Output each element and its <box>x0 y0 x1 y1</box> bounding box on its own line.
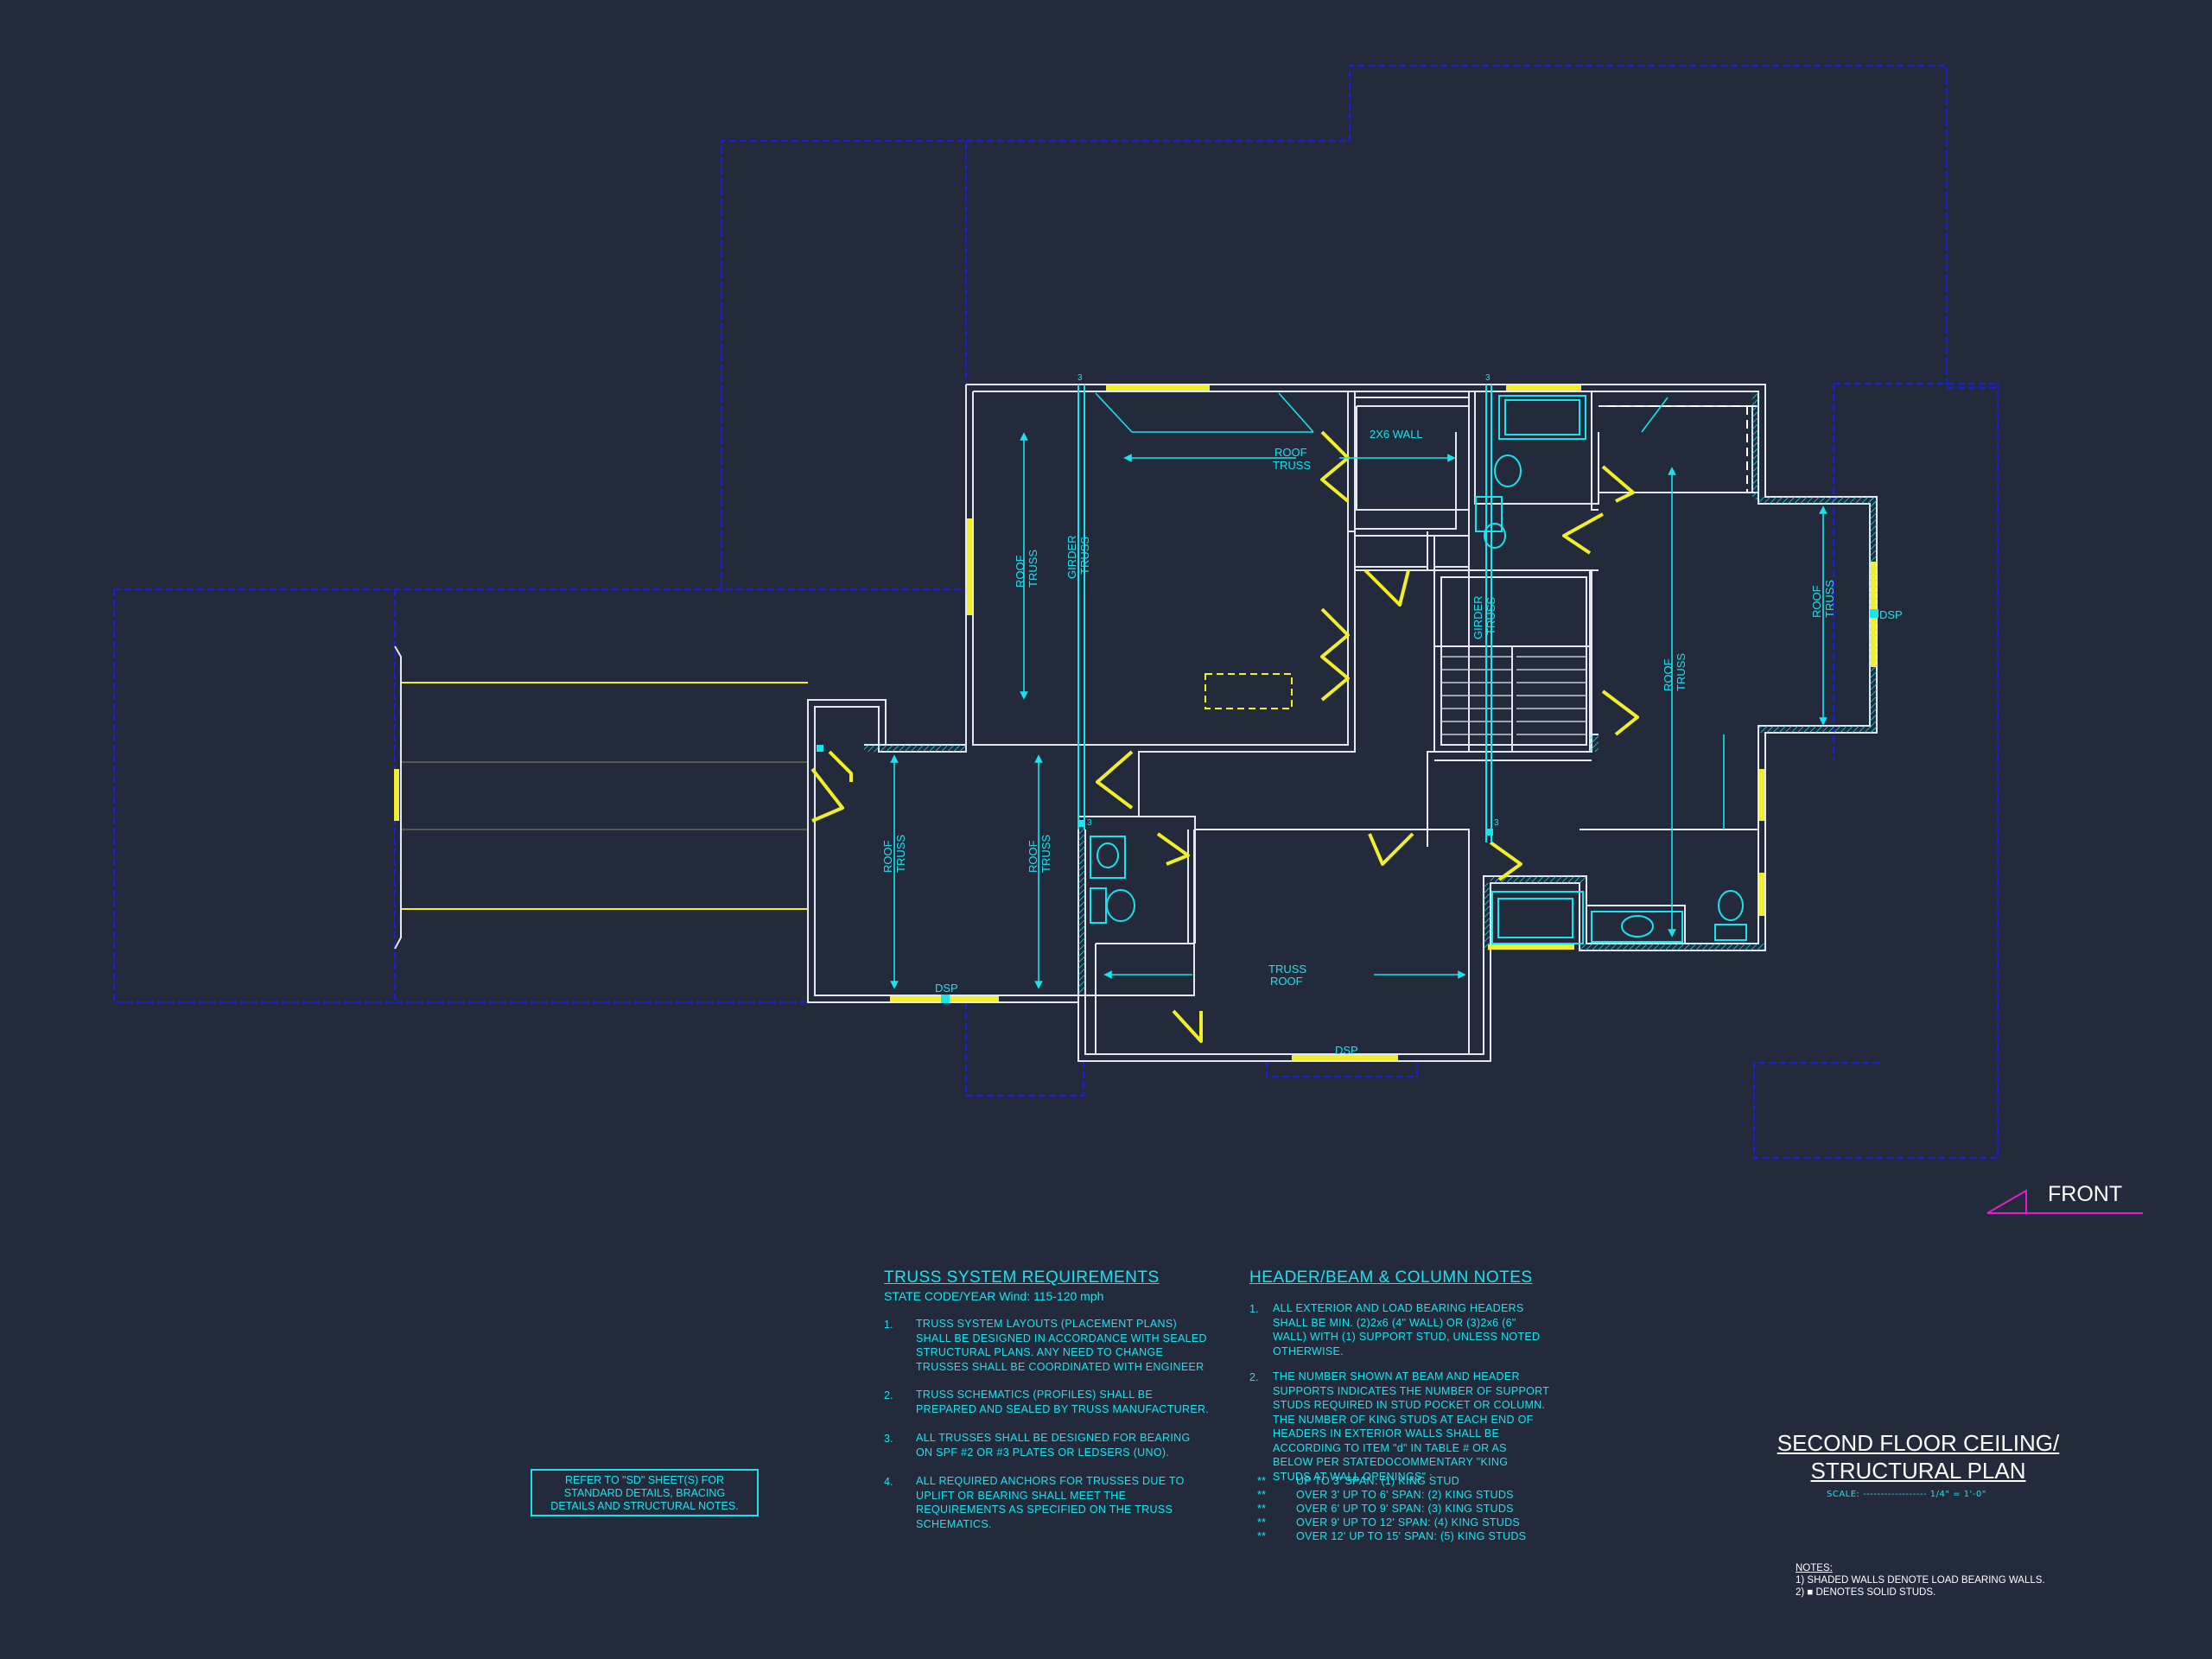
truss-requirements-heading: TRUSS SYSTEM REQUIREMENTS <box>884 1268 1160 1287</box>
span-rule-4: OVER 9' UP TO 12' SPAN: (4) KING STUDS <box>1296 1516 1521 1529</box>
label-girder-v2: GIRDER <box>1471 595 1484 639</box>
plan-labels: 2X6 WALL ROOF TRUSS ROOF TRUSS GIRDER TR… <box>881 373 1903 1057</box>
label-truss-v3: TRUSS <box>1823 580 1836 618</box>
span-rule-3: OVER 6' UP TO 9' SPAN: (3) KING STUDS <box>1296 1503 1514 1515</box>
sheet-title-line2: STRUCTURAL PLAN <box>1810 1458 2026 1484</box>
header-item-1-num: 1. <box>1249 1303 1259 1315</box>
label-truss-g2: TRUSS <box>1484 597 1497 635</box>
interior-walls <box>1354 405 1592 753</box>
label-truss-v2: TRUSS <box>1675 653 1688 691</box>
roof-outline <box>112 64 1999 1160</box>
label-roof-v4: ROOF <box>881 840 894 873</box>
truss-item-1-num: 1. <box>884 1319 893 1331</box>
truss-item-3-num: 3. <box>884 1433 893 1445</box>
label-roof-v5: ROOF <box>1027 840 1039 873</box>
header-notes-heading: HEADER/BEAM & COLUMN NOTES <box>1249 1268 1533 1287</box>
label-truss-v1: TRUSS <box>1027 550 1039 588</box>
span-bullet-4: ** <box>1257 1516 1267 1529</box>
truss-item-1: TRUSS SYSTEM LAYOUTS (PLACEMENT PLANS) S… <box>916 1318 1207 1373</box>
stud-count-4: 3 <box>1494 818 1499 828</box>
span-rule-2: OVER 3' UP TO 6' SPAN: (2) KING STUDS <box>1296 1489 1514 1501</box>
plumbing-fixtures <box>1090 395 1754 944</box>
load-bearing-walls <box>817 391 1877 994</box>
span-rule-5: OVER 12' UP TO 15' SPAN: (5) KING STUDS <box>1296 1530 1527 1542</box>
label-dsp-3: DSP <box>1335 1044 1358 1057</box>
label-truss-v4: TRUSS <box>894 835 907 873</box>
reference-note-box: REFER TO "SD" SHEET(S) FOR STANDARD DETA… <box>531 1469 759 1516</box>
sheet-title-line1: SECOND FLOOR CEILING/ <box>1777 1430 2060 1456</box>
span-bullet-3: ** <box>1257 1503 1267 1515</box>
label-2x6-wall: 2X6 WALL <box>1370 428 1423 441</box>
label-roof: ROOF <box>1274 446 1307 459</box>
sheet-title: SECOND FLOOR CEILING/ STRUCTURAL PLAN <box>1763 1429 2074 1484</box>
stud-count-2: 3 <box>1485 373 1491 383</box>
label-roof-h: ROOF <box>1270 975 1303 988</box>
label-roof-v1: ROOF <box>1014 555 1027 588</box>
notes-heading: NOTES: <box>1796 1563 1833 1573</box>
span-bullet-5: ** <box>1257 1530 1267 1542</box>
label-truss: TRUSS <box>1273 459 1311 472</box>
header-item-2: THE NUMBER SHOWN AT BEAM AND HEADER SUPP… <box>1273 1370 1550 1483</box>
label-truss-h: TRUSS <box>1268 963 1306 976</box>
span-rule-1: UP TO 3' SPAN: (1) KING STUD <box>1296 1475 1460 1487</box>
sheet-notes: NOTES: 1) SHADED WALLS DENOTE LOAD BEARI… <box>1796 1562 2045 1599</box>
span-bullet-2: ** <box>1257 1489 1267 1501</box>
stud-count-1: 3 <box>1077 373 1083 383</box>
notes-line-1: 1) SHADED WALLS DENOTE LOAD BEARING WALL… <box>1796 1575 2045 1586</box>
truss-item-2-num: 2. <box>884 1389 893 1402</box>
scale-label: SCALE: ------------------ 1/4" = 1'-0" <box>1827 1490 1986 1499</box>
label-truss-v5: TRUSS <box>1039 835 1052 873</box>
exterior-walls <box>807 384 1878 1062</box>
header-item-1: ALL EXTERIOR AND LOAD BEARING HEADERS SH… <box>1273 1302 1541 1357</box>
front-label: FRONT <box>2048 1182 2123 1206</box>
door-swings <box>810 430 1639 1043</box>
span-bullet-1: ** <box>1257 1475 1267 1487</box>
porch-roof <box>401 682 808 910</box>
girder-trusses <box>941 385 1878 1003</box>
header-item-2-num: 2. <box>1249 1371 1259 1383</box>
stud-count-3: 3 <box>1087 818 1092 828</box>
truss-item-3: ALL TRUSSES SHALL BE DESIGNED FOR BEARIN… <box>916 1432 1191 1459</box>
truss-requirements-subheading: STATE CODE/YEAR Wind: 115-120 mph <box>884 1289 1104 1303</box>
label-roof-v3: ROOF <box>1810 585 1823 618</box>
truss-item-4-num: 4. <box>884 1476 893 1488</box>
label-roof-v2: ROOF <box>1662 658 1675 691</box>
windows <box>890 385 1876 1060</box>
front-indicator <box>1986 1189 2143 1214</box>
truss-item-2: TRUSS SCHEMATICS (PROFILES) SHALL BE PRE… <box>916 1389 1210 1415</box>
label-truss-g1: TRUSS <box>1078 537 1091 575</box>
porch-beam <box>394 645 402 950</box>
label-dsp-2: DSP <box>935 982 958 995</box>
label-dsp-1: DSP <box>1879 608 1903 621</box>
truss-item-4: ALL REQUIRED ANCHORS FOR TRUSSES DUE TO … <box>916 1475 1185 1530</box>
truss-lines <box>890 392 1827 989</box>
label-girder-v1: GIRDER <box>1065 535 1078 579</box>
notes-line-2: 2) ■ DENOTES SOLID STUDS. <box>1796 1587 1936 1598</box>
